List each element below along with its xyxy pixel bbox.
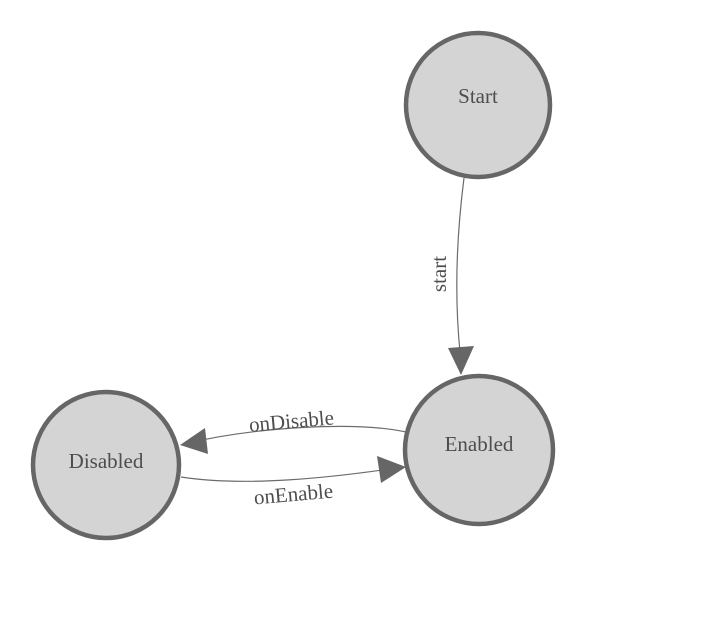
edge-enabled-to-disabled: onDisable [180,405,407,454]
edge-line-ondisable [183,425,407,445]
state-node-start[interactable]: Start [403,30,553,180]
state-circle-start[interactable] [403,30,553,180]
edge-line-onenable [180,466,404,482]
state-label-start: Start [458,84,498,108]
state-circle-disabled[interactable] [30,389,182,541]
edge-label-ondisable: onDisable [248,405,335,436]
state-label-disabled: Disabled [69,449,144,473]
edge-label-start: start [427,256,451,292]
arrowhead-icon [377,456,406,483]
arrowhead-icon [180,428,208,454]
state-node-enabled[interactable]: Enabled [402,373,556,527]
edge-line-start [456,177,465,353]
edge-label-onenable: onEnable [253,479,334,510]
arrowhead-icon [448,346,474,375]
state-label-enabled: Enabled [445,432,514,456]
edge-start-to-enabled: start [427,177,474,375]
state-node-disabled[interactable]: Disabled [30,389,182,541]
state-circle-enabled[interactable] [402,373,556,527]
edge-disabled-to-enabled: onEnable [180,456,406,510]
